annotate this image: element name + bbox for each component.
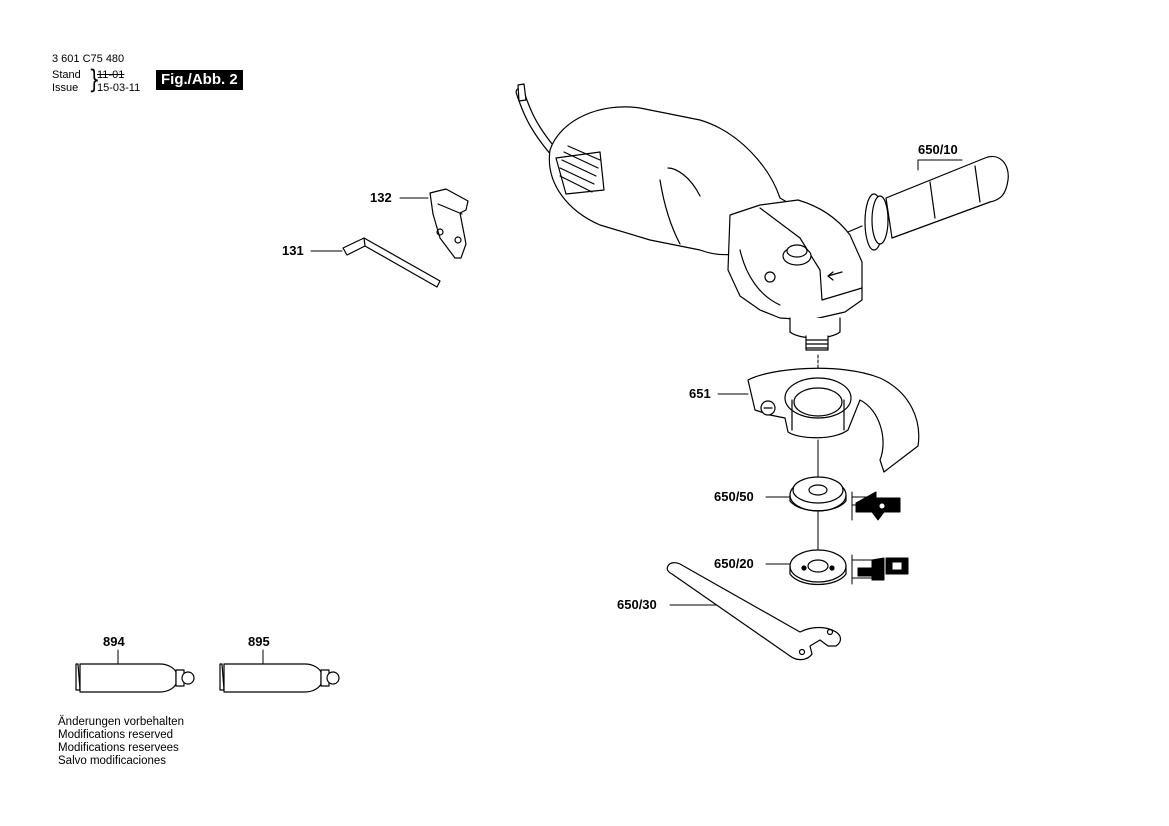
- part-label-895: 895: [248, 634, 270, 649]
- orientation-icon-650-20: [851, 554, 909, 585]
- bracket-132: [429, 188, 469, 259]
- note-spanish: Salvo modificaciones: [58, 755, 167, 767]
- part-label-132: 132: [370, 190, 392, 205]
- hex-key-131: [342, 237, 441, 288]
- figure-label: Fig./Abb. 2: [156, 70, 243, 90]
- note-french: Modifications reservees: [58, 742, 179, 754]
- angle-grinder-body: [515, 83, 863, 351]
- orientation-icon-650-50: [851, 491, 901, 521]
- issue-value: 15-03-11: [97, 82, 141, 94]
- part-label-894: 894: [103, 634, 125, 649]
- wheel-guard-651: [747, 367, 920, 473]
- stand-label: Stand: [52, 69, 81, 81]
- part-number: 3 601 C75 480: [52, 53, 125, 65]
- issue-label: Issue: [52, 82, 79, 94]
- note-german: Änderungen vorbehalten: [58, 716, 184, 728]
- part-label-650-30: 650/30: [617, 597, 657, 612]
- part-label-650-50: 650/50: [714, 489, 754, 504]
- note-english: Modifications reserved: [58, 729, 174, 741]
- clamp-nut-650-20: [789, 549, 847, 585]
- part-label-650-20: 650/20: [714, 556, 754, 571]
- brace: }: [88, 65, 101, 95]
- side-handle-650-10: [847, 156, 1009, 251]
- grease-tube-894: [75, 663, 195, 693]
- flange-650-50: [789, 476, 847, 512]
- pin-spanner-650-30: [666, 562, 842, 661]
- part-label-650-10: 650/10: [918, 142, 958, 157]
- grease-tube-895: [219, 663, 340, 693]
- part-label-131: 131: [282, 243, 304, 258]
- part-label-651: 651: [689, 386, 711, 401]
- stand-value: 11-01: [97, 69, 125, 81]
